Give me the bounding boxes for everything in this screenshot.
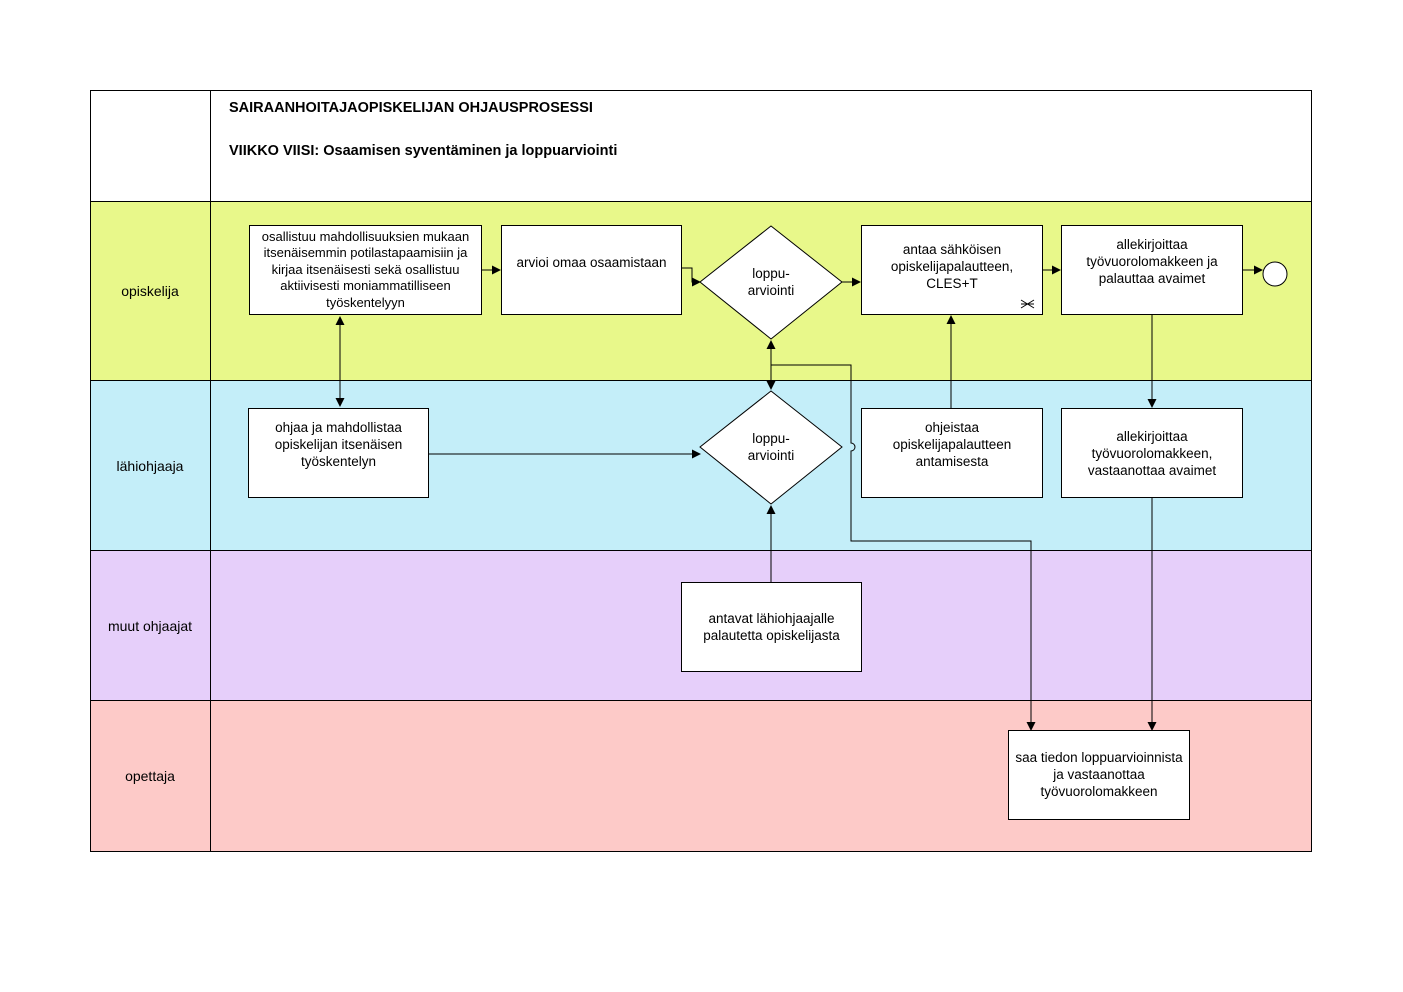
- task-arvioi: arvioi omaa osaamistaan: [501, 225, 682, 315]
- task-allekirjoittaa-lahiohjaaja: allekirjoittaa työvuorolomakkeen, vastaa…: [1061, 408, 1243, 498]
- task-saa-tiedon: saa tiedon loppuarvioinnista ja vastaano…: [1008, 730, 1190, 820]
- lane-label-opiskelija: opiskelija: [121, 283, 179, 299]
- lane-header-divider: [210, 90, 211, 852]
- gateway-opiskelija: [699, 225, 843, 340]
- task-antaa-palaute: antaa sähköisen opiskelijapalautteen, CL…: [861, 225, 1043, 315]
- lane-label-opettaja: opettaja: [125, 768, 175, 784]
- header-lane: [90, 90, 1312, 202]
- gateway-lahiohjaaja-label: loppu- arviointi: [747, 431, 795, 463]
- task-ohjaa: ohjaa ja mahdollistaa opiskelijan itsenä…: [248, 408, 429, 498]
- task-antavat: antavat lähiohjaajalle palautetta opiske…: [681, 582, 862, 672]
- diagram-subtitle: VIIKKO VIISI: Osaamisen syventäminen ja …: [229, 143, 618, 159]
- diagram-title: SAIRAANHOITAJAOPISKELIJAN OHJAUSPROSESSI: [229, 100, 593, 116]
- end-event-circle: [1262, 261, 1288, 287]
- lane-label-lahiohjaaja: lähiohjaaja: [116, 457, 184, 474]
- gateway-opiskelija-label: loppu- arviointi: [747, 266, 795, 298]
- task-ohjeistaa: ohjeistaa opiskelijapalautteen antamises…: [861, 408, 1043, 498]
- flow-arvioi-gateway: [682, 267, 701, 287]
- task-osallistuu: osallistuu mahdollisuuksien mukaan itsen…: [249, 225, 482, 315]
- task-antaa-palaute-label: antaa sähköisen opiskelijapalautteen, CL…: [890, 241, 1014, 291]
- flow-loppuarviointi-saa: [771, 364, 1036, 731]
- lane-label-muut-ohjaajat: muut ohjaajat: [107, 617, 193, 634]
- gateway-lahiohjaaja: [699, 390, 843, 505]
- parallel-multi-instance-icon: [1020, 299, 1035, 312]
- task-allekirjoittaa-opiskelija: allekirjoittaa työvuorolomakkeen ja pala…: [1061, 225, 1243, 315]
